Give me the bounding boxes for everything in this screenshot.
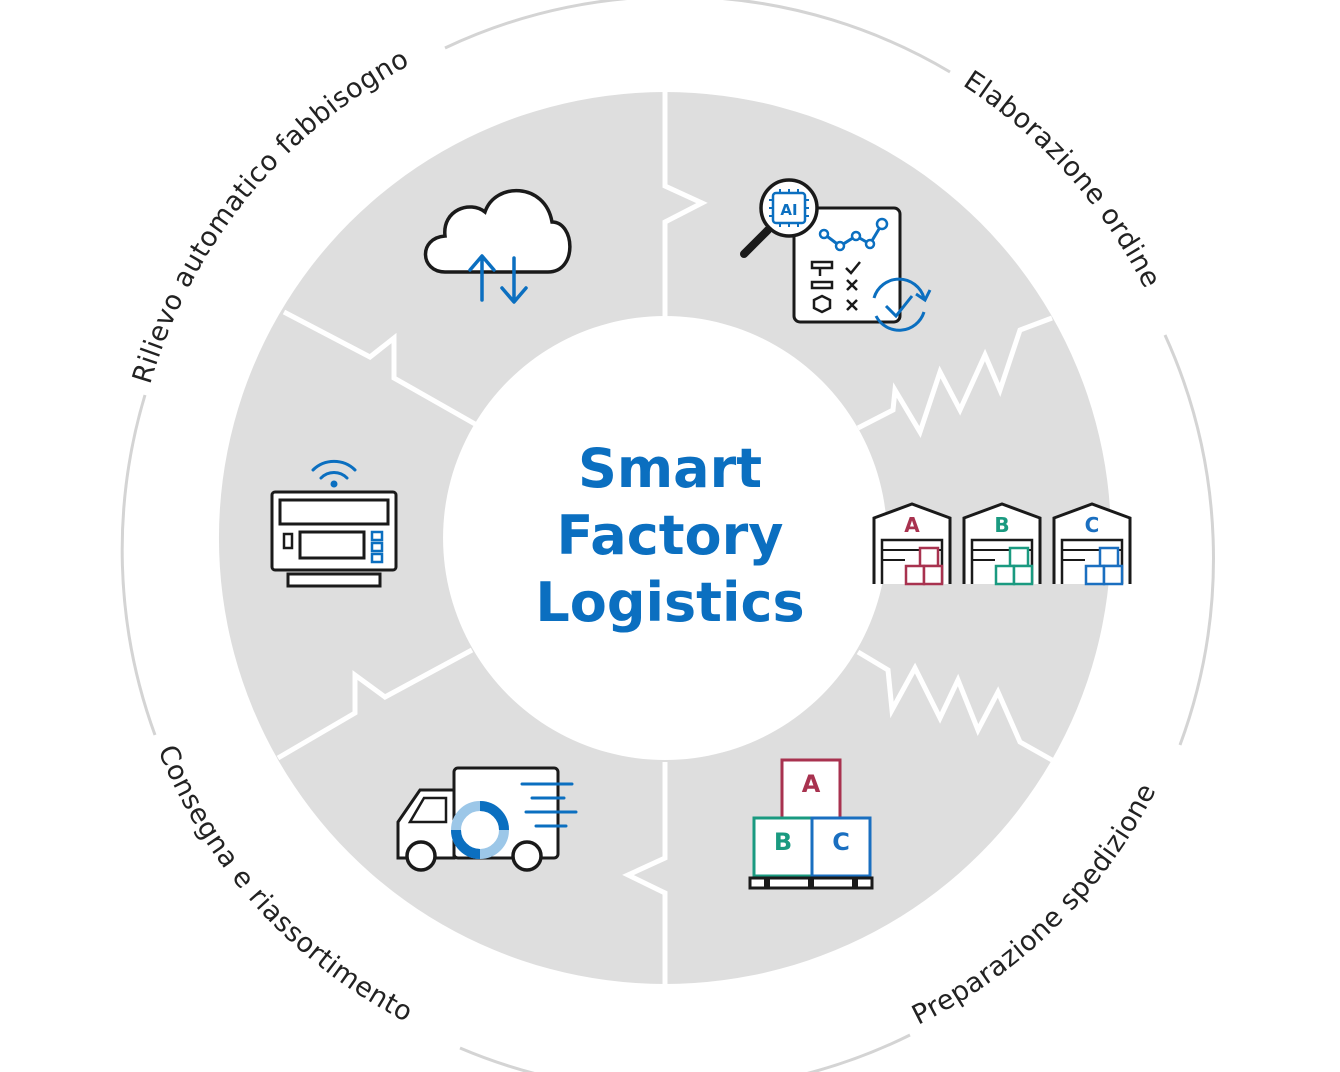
warehouse-c: C (1052, 502, 1132, 586)
warehouses-icon: A B C (872, 502, 1132, 586)
center-title: Smart Factory Logistics (470, 430, 870, 640)
iot-terminal-icon (270, 459, 398, 588)
delivery-truck-icon (396, 766, 578, 872)
center-title-line-2: Factory (556, 503, 784, 567)
center-title-line-3: Logistics (535, 570, 805, 634)
svg-text:B: B (994, 513, 1009, 537)
svg-text:A: A (802, 770, 821, 798)
svg-text:C: C (1085, 513, 1100, 537)
svg-text:C: C (832, 828, 850, 856)
svg-text:B: B (774, 828, 792, 856)
ring-separators (276, 90, 1054, 988)
ai-order-analysis-icon: AI (740, 178, 932, 332)
outer-ring (120, 0, 1215, 1072)
pallet-boxes-icon: A B C (748, 758, 874, 890)
cloud-sync-icon (423, 189, 572, 304)
svg-text:AI: AI (780, 201, 797, 219)
warehouse-b: B (962, 502, 1042, 586)
svg-text:A: A (904, 513, 920, 537)
center-circle (445, 319, 885, 759)
center-title-line-1: Smart (577, 436, 763, 500)
warehouse-a: A (872, 502, 952, 586)
